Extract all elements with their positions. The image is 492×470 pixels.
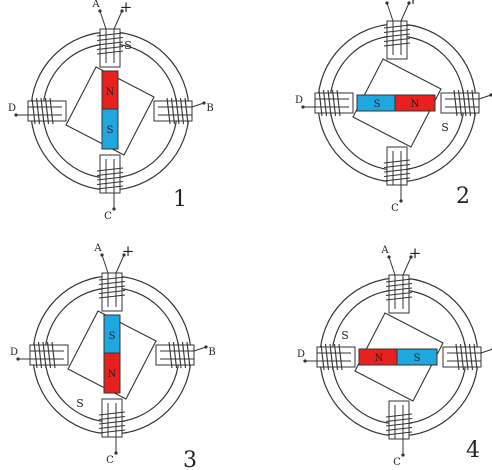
coil-winding-bottom [98,411,126,434]
rotor-magnet [358,348,438,366]
coil-winding-left [31,97,54,125]
terminal-label-d: D [297,349,305,360]
stator-pole-left [27,97,67,125]
coil-winding-right [455,343,478,371]
rotor-pole-first-label: S [374,99,381,110]
rotor-pole-second-label: S [414,353,421,364]
coil-winding-left [318,89,341,117]
coil-winding-left [33,341,56,369]
rotor-pole-first-label: N [375,353,384,364]
diagram-number: 1 [173,187,187,212]
stator-pole-bottom [98,398,126,438]
stator-pole-top [383,20,411,60]
terminal-wires [303,255,492,457]
rotor-pole-first-label: S [109,331,116,342]
rotor-pole-second [101,108,119,150]
coil-winding-right [168,341,191,369]
rotor-pole-second [394,94,436,112]
terminal-label-a: A [378,0,387,2]
terminal-label-c: C [104,211,112,222]
coil-winding-top [385,278,413,301]
coil-winding-top [383,24,411,47]
rotor-pole-first-label: N [106,87,115,98]
stator-pole-top [96,28,124,68]
stator-pole-right [153,97,193,125]
rotor-pole-second-label: S [107,125,114,136]
diagram-number: 4 [466,438,480,463]
stator-pole-bottom [385,400,413,440]
motor-diagram-3: A + B C D S S N [10,242,216,466]
pole-frame [65,66,155,156]
stator-pole-left [316,343,356,371]
motor-diagram-1: A + B C D S N S [8,0,214,222]
pole-frame [67,310,157,400]
stator-pole-left [314,89,354,117]
coil-winding-bottom [383,159,411,182]
diagram-number: 2 [456,184,470,209]
terminal-label-a: A [93,243,102,254]
coil-winding-bottom [96,167,124,190]
stator-pole-top [98,272,126,312]
stator-pole-label-right: S [441,121,449,134]
rotor-pole-second-label: N [411,99,420,110]
coil-winding-bottom [385,413,413,436]
rotor-pole-second [103,352,121,394]
terminal-label-c: C [391,203,399,214]
coil-winding-right [166,97,189,125]
terminal-label-c: C [106,455,114,466]
terminal-label-a: A [380,245,389,256]
rotor-magnet [356,94,436,112]
stator-pole-label-bottom: S [76,397,84,410]
rotor-magnet [103,314,121,394]
stator-pole-label-top: S [124,39,132,52]
terminal-label-b: B [208,347,215,358]
terminal-label-d: D [10,347,18,358]
stator-pole-right [155,341,195,369]
rotor-magnet [101,70,119,150]
terminal-label-a: A [91,0,100,10]
stator-pole-bottom [383,146,411,186]
stator-pole-left [29,341,69,369]
stator-pole-right [440,89,480,117]
coil-winding-top [96,32,124,55]
terminal-label-plus: + [409,244,422,262]
terminal-label-c: C [393,457,401,468]
diagram-number: 3 [183,448,197,470]
coil-winding-top [98,276,126,299]
terminal-label-b: B [206,103,213,114]
stator-pole-top [385,274,413,314]
terminal-label-d: D [8,103,16,114]
terminal-label-d: D [295,95,303,106]
terminal-wires [301,1,492,203]
terminal-wires [16,253,208,455]
rotor-pole-second-label: N [108,369,117,380]
rotor-pole-second [396,348,438,366]
coil-winding-right [453,89,476,117]
terminal-label-plus: + [407,0,420,8]
terminal-label-plus: + [122,242,135,260]
stator-pole-right [442,343,482,371]
stator-pole-label-left: S [341,329,349,342]
coil-winding-left [320,343,343,371]
terminal-label-plus: + [120,0,133,16]
terminal-wires [14,9,206,211]
stator-pole-bottom [96,154,124,194]
